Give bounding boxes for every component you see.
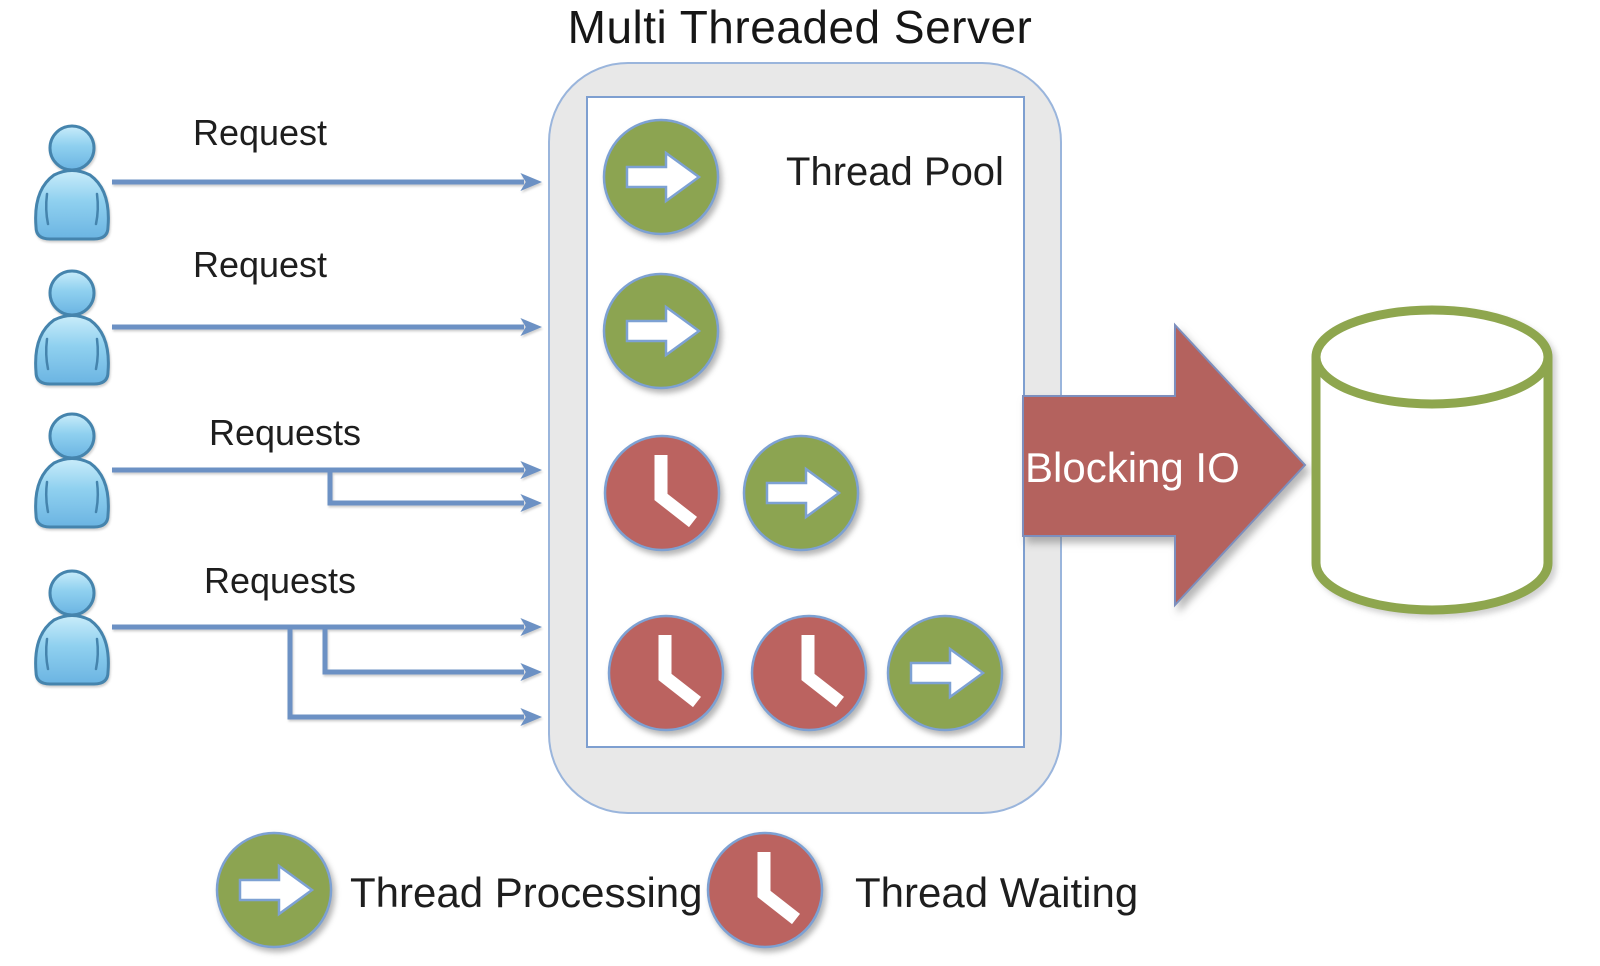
request-label-4: Requests — [203, 560, 357, 601]
thread-processing-icon — [215, 831, 333, 949]
request-label-2: Request — [192, 244, 328, 285]
legend-label-waiting: Thread Waiting — [855, 869, 1139, 916]
request-label-3: Requests — [208, 412, 362, 453]
user-icon-2 — [34, 269, 110, 386]
thread-processing-icon — [602, 272, 720, 390]
thread-waiting-icon — [752, 616, 866, 730]
thread-waiting-icon — [609, 616, 723, 730]
request-arrow-4c — [287, 627, 542, 726]
user-icon-3 — [34, 412, 110, 529]
user-icon-4 — [34, 569, 110, 686]
thread-processing-icon — [742, 434, 860, 552]
request-label-1: Request — [192, 112, 328, 153]
blocking-io-arrow — [1022, 322, 1307, 608]
database-icon — [1311, 305, 1553, 615]
thread-waiting-icon — [708, 833, 822, 947]
request-arrow-3b — [327, 470, 542, 512]
blocking-io-label: Blocking IO — [1025, 444, 1240, 491]
request-arrow-4b — [322, 627, 542, 681]
thread-processing-icon — [602, 118, 720, 236]
thread-pool-label: Thread Pool — [786, 150, 1004, 194]
thread-waiting-icon — [605, 436, 719, 550]
legend-label-processing: Thread Processing — [350, 869, 703, 916]
thread-processing-icon — [886, 614, 1004, 732]
user-icon-1 — [34, 124, 110, 241]
diagram-title: Multi Threaded Server — [567, 1, 1033, 53]
